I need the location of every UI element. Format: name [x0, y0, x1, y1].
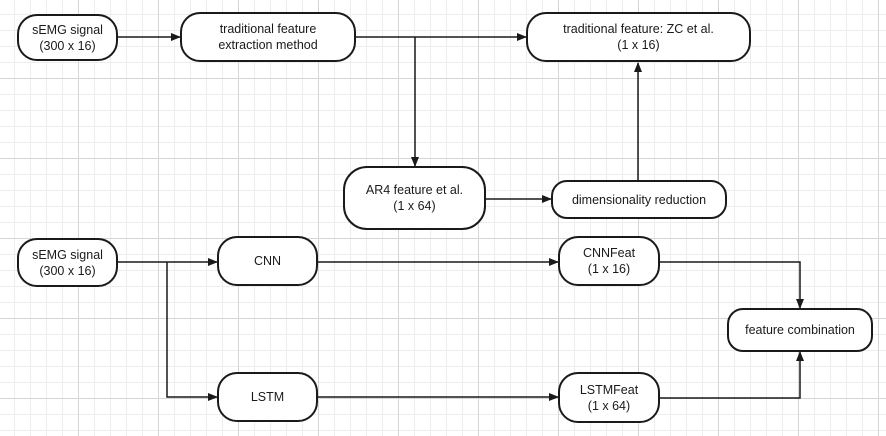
node-dimension: (1 x 64) [393, 199, 436, 213]
cnn-node: CNN [217, 236, 318, 286]
edge-lstmfeat-to-combination [660, 351, 804, 399]
node-label: AR4 feature et al. [365, 183, 464, 197]
node-label: sEMG signal [32, 247, 103, 262]
node-label: traditional feature [219, 22, 317, 36]
dimensionality-reduction-node: dimensionality reduction [551, 180, 727, 219]
node-label: dimensionality reduction [571, 192, 707, 207]
feature-combination-node: feature combination [727, 308, 873, 352]
node-dimension: (300 x 16) [39, 263, 96, 278]
edge-semg-to-lstm [166, 262, 218, 401]
traditional-feature-extraction-node: traditional feature extraction method [180, 12, 356, 62]
edge-cnnfeat-to-combination [660, 261, 804, 309]
node-dimension: (300 x 16) [39, 38, 96, 53]
semg-signal-node-top: sEMG signal (300 x 16) [17, 14, 118, 61]
ar4-feature-node: AR4 feature et al. (1 x 64) [343, 166, 486, 230]
node-dimension: (1 x 16) [587, 262, 631, 276]
node-label: feature combination [745, 323, 855, 337]
lstm-node: LSTM [217, 372, 318, 422]
node-label: CNN [253, 254, 282, 268]
semg-signal-node-bottom: sEMG signal (300 x 16) [17, 238, 118, 287]
traditional-feature-node: traditional feature: ZC et al. (1 x 16) [526, 12, 751, 62]
node-label: LSTMFeat [579, 382, 639, 397]
lstmfeat-node: LSTMFeat (1 x 64) [558, 372, 660, 423]
node-label: CNNFeat [582, 246, 636, 260]
cnnfeat-node: CNNFeat (1 x 16) [558, 236, 660, 286]
node-label: LSTM [250, 390, 285, 404]
node-label-line2: extraction method [218, 38, 318, 52]
node-dimension: (1 x 16) [617, 38, 660, 52]
node-label: sEMG signal [32, 22, 103, 37]
node-dimension: (1 x 64) [587, 398, 631, 413]
node-label: traditional feature: ZC et al. [563, 22, 714, 36]
